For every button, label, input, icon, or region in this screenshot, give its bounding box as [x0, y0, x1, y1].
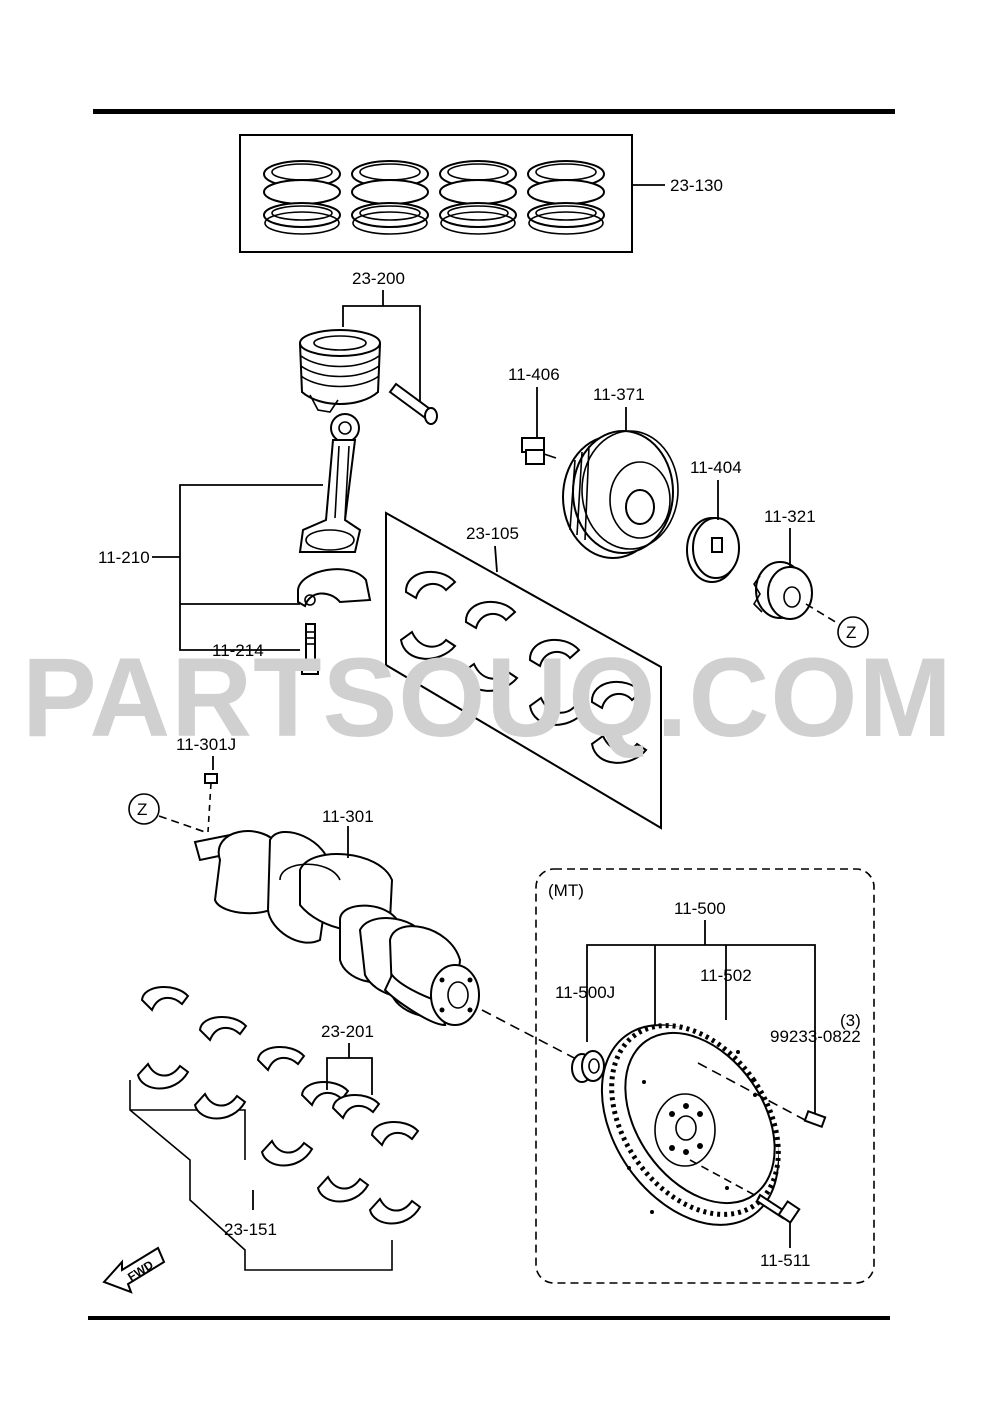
label-11-321: 11-321 — [764, 507, 816, 526]
watermark: PARTSOUQ.COM — [22, 635, 953, 760]
flywheel[interactable] — [565, 992, 814, 1258]
connecting-rod[interactable] — [297, 413, 372, 608]
view-marker-z-right — [837, 616, 869, 648]
label-11-502: 11-502 — [700, 966, 752, 985]
label-11-500J: 11-500J — [555, 983, 615, 1002]
flywheel-bolt[interactable] — [755, 1193, 801, 1224]
label-23-201: 23-201 — [321, 1022, 374, 1041]
crankshaft[interactable] — [193, 830, 480, 1027]
bottom-border-line — [88, 1316, 890, 1320]
label-11-214: 11-214 — [212, 641, 264, 660]
crankshaft-timing-sprocket[interactable] — [752, 561, 813, 620]
label-11-511: 11-511 — [760, 1251, 810, 1270]
label-23-200: 23-200 — [352, 269, 405, 288]
view-marker-z-left — [128, 793, 160, 825]
bracket-11-210 — [179, 484, 323, 651]
dowel-pin[interactable] — [803, 1109, 827, 1129]
fwd-arrow-icon: FWD — [102, 1246, 166, 1294]
mt-group-box — [535, 868, 875, 1284]
label-11-404: 11-404 — [690, 458, 742, 477]
label-99233-0822: 99233-0822 — [770, 1027, 861, 1046]
label-23-151: 23-151 — [224, 1220, 277, 1239]
connecting-rod-bearing-set[interactable] — [385, 511, 662, 830]
crankshaft-key[interactable] — [204, 773, 218, 784]
view-marker-z-right-label: Z — [846, 623, 856, 642]
label-11-301J: 11-301J — [176, 735, 236, 754]
piston-and-pin[interactable] — [298, 305, 438, 425]
label-11-301: 11-301 — [322, 807, 374, 826]
pulley-bolt[interactable] — [521, 437, 557, 465]
main-bearing-set[interactable] — [129, 985, 422, 1271]
quantity-note: (3) — [840, 1011, 861, 1030]
pilot-bearing[interactable] — [571, 1050, 605, 1083]
label-11-210: 11-210 — [98, 548, 150, 567]
mt-label: (MT) — [548, 881, 584, 900]
label-23-105: 23-105 — [466, 524, 519, 543]
crankshaft-pulley[interactable] — [562, 430, 679, 559]
label-11-406: 11-406 — [508, 365, 560, 384]
label-23-130: 23-130 — [670, 176, 723, 195]
connecting-rod-bolt[interactable] — [301, 623, 319, 675]
bracket-11-500 — [586, 944, 816, 1115]
piston-ring-set[interactable] — [239, 134, 665, 253]
top-border-line — [93, 109, 895, 114]
view-marker-z-left-label: Z — [137, 800, 147, 819]
crankshaft-key-plate[interactable] — [686, 517, 740, 583]
label-11-371: 11-371 — [593, 385, 645, 404]
label-11-500: 11-500 — [674, 899, 726, 918]
